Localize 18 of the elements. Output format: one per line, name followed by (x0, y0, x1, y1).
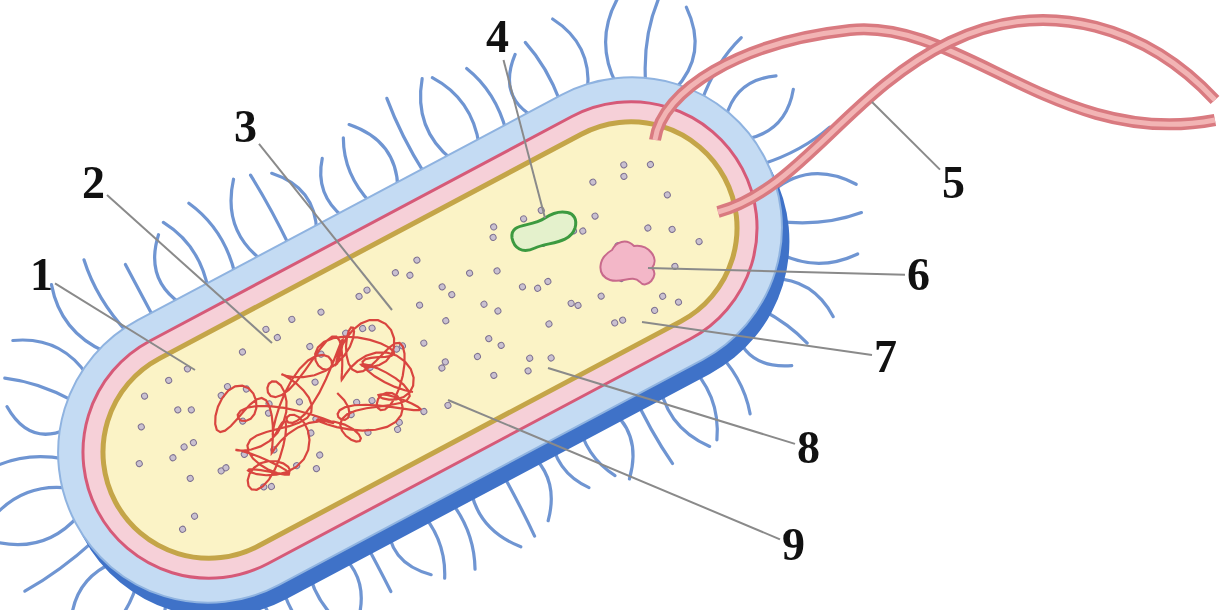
callout-number: 1 (28, 252, 55, 298)
callout-number: 4 (484, 14, 511, 60)
leader-line (258, 142, 393, 311)
leader-line (641, 321, 873, 357)
callout-number: 8 (795, 425, 822, 471)
callout-number: 5 (940, 160, 967, 206)
leader-line (106, 194, 273, 344)
leader-line (871, 101, 941, 171)
leader-line (647, 267, 906, 276)
leader-line (447, 399, 781, 541)
leader-line (54, 282, 196, 371)
callout-number: 7 (872, 334, 899, 380)
callout-number: 6 (905, 252, 932, 298)
leader-line (547, 367, 796, 445)
callout-number: 2 (80, 160, 107, 206)
leader-line (502, 59, 546, 219)
callout-number: 3 (232, 104, 259, 150)
callout-number: 9 (780, 522, 807, 568)
